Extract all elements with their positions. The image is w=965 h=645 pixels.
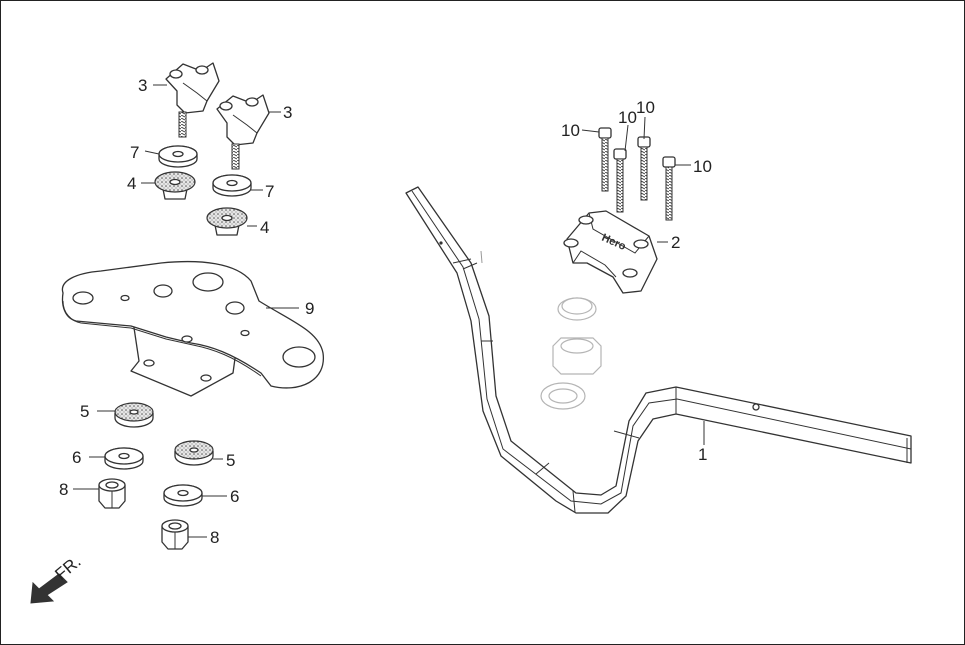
callout-4-left: 4 <box>127 174 136 193</box>
callout-6-left: 6 <box>72 448 81 467</box>
callout-labels: 3 3 7 4 7 4 9 5 5 6 6 8 8 10 10 10 10 2 … <box>59 76 712 547</box>
bolt-10-c <box>637 136 651 201</box>
callout-7-right: 7 <box>265 182 274 201</box>
callout-10-b: 10 <box>618 108 637 127</box>
callout-9: 9 <box>305 299 314 318</box>
bolt-10-a <box>598 127 612 192</box>
front-direction-arrow: FR. <box>30 552 85 604</box>
top-bridge <box>61 260 324 397</box>
handlebar <box>405 186 912 514</box>
callout-3-right: 3 <box>283 103 292 122</box>
bolt-10-d <box>662 156 676 221</box>
handlebar-riser-left <box>165 62 220 138</box>
rubber-bush-4-left <box>154 171 196 200</box>
arrow-icon <box>30 573 68 604</box>
rubber-bush-4-right <box>206 207 248 236</box>
callout-5-right: 5 <box>226 451 235 470</box>
callout-8-right: 8 <box>210 528 219 547</box>
callout-2: 2 <box>671 233 680 252</box>
rubber-bush-5-left <box>114 402 154 428</box>
callout-1: 1 <box>698 445 707 464</box>
washer-7-right <box>212 174 252 197</box>
nut-8-right <box>161 519 189 550</box>
callout-6-right: 6 <box>230 487 239 506</box>
handlebar-top-clamp: Hero <box>563 210 658 294</box>
callout-10-a: 10 <box>561 121 580 140</box>
bolt-10-b <box>613 148 627 213</box>
handlebar-riser-right <box>216 94 270 170</box>
callout-4-right: 4 <box>260 218 269 237</box>
ghost-assembly-guides <box>480 250 602 410</box>
rubber-bush-5-right <box>174 440 214 466</box>
washer-7-left <box>158 145 198 168</box>
callout-3-left: 3 <box>138 76 147 95</box>
callout-10-d: 10 <box>693 157 712 176</box>
nut-8-left <box>98 478 126 509</box>
leader-lines <box>73 84 705 538</box>
callout-8-left: 8 <box>59 480 68 499</box>
clamp-bolts <box>598 127 676 221</box>
washer-6-left <box>104 447 144 470</box>
washer-6-right <box>163 484 203 507</box>
callout-7-left: 7 <box>130 143 139 162</box>
callout-5-left: 5 <box>80 402 89 421</box>
callout-10-c: 10 <box>636 98 655 117</box>
